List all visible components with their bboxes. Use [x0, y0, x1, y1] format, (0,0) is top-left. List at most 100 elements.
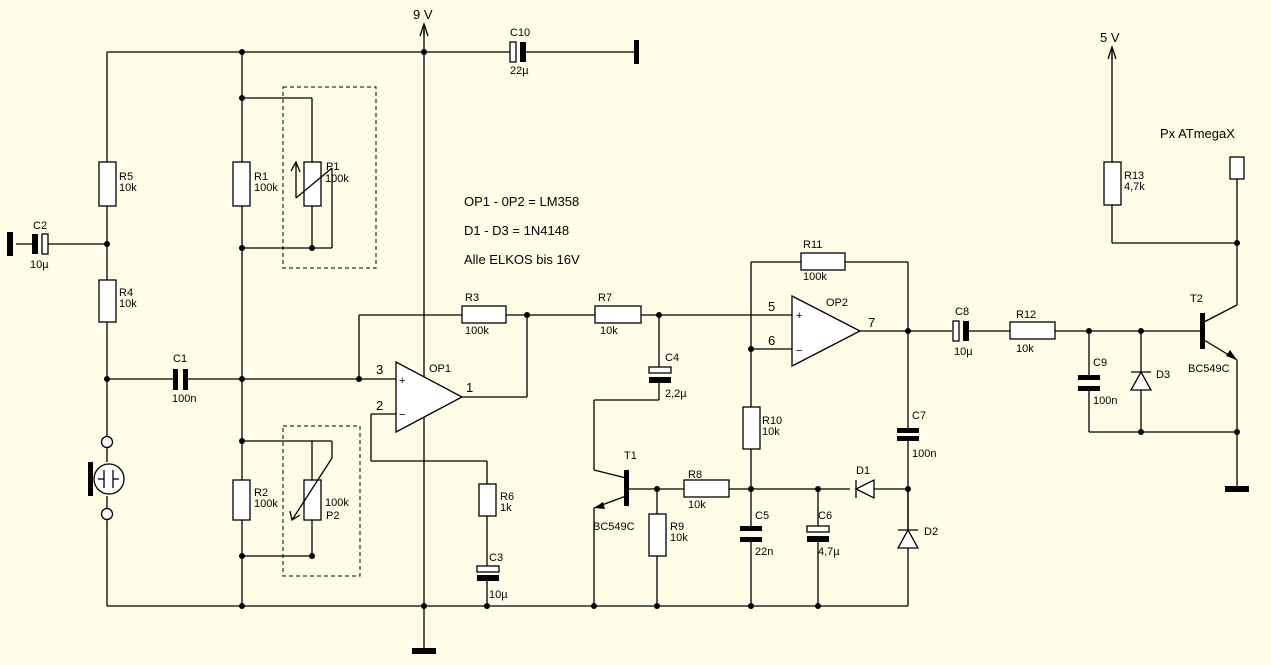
op1-name: OP1: [429, 363, 451, 375]
wires: [16, 30, 1238, 648]
r10-value: 10k: [762, 426, 780, 438]
r5-value: 10k: [119, 182, 137, 194]
c5-value: 22n: [755, 546, 773, 558]
output-pin-label: Px ATmegaX: [1160, 126, 1235, 141]
resistor-r11: [800, 252, 846, 271]
c3-name: C3: [489, 552, 503, 564]
t1-name: T1: [624, 450, 637, 462]
cap-c9-a: [1078, 375, 1100, 380]
cap-c5-a: [740, 526, 762, 531]
p1-frame: [282, 86, 377, 269]
cap-c2-plus: [41, 233, 49, 255]
c2-name: C2: [33, 220, 47, 232]
resistor-r1: [232, 161, 251, 207]
microphone: [88, 435, 125, 521]
labels: 9 V 5 V Px ATmegaX OP1 - 0P2 = LM358 D1 …: [30, 7, 1235, 601]
diode-d2: [896, 528, 920, 549]
note-elkos: Alle ELKOS bis 16V: [464, 252, 580, 267]
op1-pin3: 3: [376, 362, 383, 377]
diodes: [854, 370, 1153, 549]
r8-name: R8: [688, 469, 702, 481]
t1-type: BC549C: [593, 521, 635, 533]
t2-name: T2: [1190, 293, 1203, 305]
op2-minus: −: [796, 345, 802, 357]
resistor-r3: [461, 305, 507, 324]
diode-d1: [854, 478, 875, 500]
cap-c10-plus: [509, 41, 517, 63]
r7-value: 10k: [600, 325, 618, 337]
c9-value: 100n: [1093, 395, 1117, 407]
c2-value: 10µ: [30, 259, 49, 271]
cap-c1-b: [183, 369, 188, 390]
c10-name: C10: [510, 27, 530, 39]
ground-symbols: [7, 40, 1249, 654]
c6-name: C6: [818, 510, 832, 522]
cap-c7-a: [897, 428, 919, 433]
cap-c6-plus: [806, 525, 830, 533]
d1-name: D1: [856, 465, 870, 477]
resistor-r8: [683, 479, 730, 498]
op2-plus: +: [796, 310, 802, 322]
opamp-op2: [791, 294, 862, 368]
ground-c10: [634, 40, 639, 64]
resistor-r13: [1103, 161, 1122, 206]
transistor-t2-base: [1200, 313, 1205, 349]
c1-name: C1: [173, 353, 187, 365]
cap-c1-a: [173, 369, 178, 390]
ground-t2: [1225, 486, 1249, 492]
op2-pin6: 6: [768, 333, 775, 348]
op1-minus: −: [399, 409, 405, 421]
r3-value: 100k: [465, 325, 489, 337]
op2-pin5: 5: [768, 299, 775, 314]
opamp-op1: [395, 360, 464, 434]
r8-value: 10k: [688, 499, 706, 511]
p1-value: 100k: [325, 173, 349, 185]
resistor-r10: [742, 406, 761, 450]
transistor-t2-arrow: [1226, 350, 1237, 360]
r11-name: R11: [803, 239, 822, 251]
c4-value: 2,2µ: [665, 388, 687, 400]
r13-name: R13: [1124, 170, 1144, 182]
cap-c8-minus: [963, 321, 969, 341]
cap-c10-minus: [520, 42, 526, 62]
c6-value: 4,7µ: [818, 546, 840, 558]
r9-value: 10k: [670, 532, 688, 544]
c1-value: 100n: [172, 393, 196, 405]
c7-name: C7: [912, 410, 926, 422]
diode-d3: [1129, 370, 1153, 391]
cap-c5-b: [740, 537, 762, 542]
d3-name: D3: [1156, 369, 1170, 381]
c8-value: 10µ: [954, 346, 973, 358]
r3-name: R3: [465, 292, 479, 304]
note-opamp: OP1 - 0P2 = LM358: [464, 194, 579, 209]
transistors: [594, 313, 1237, 509]
cap-c3-minus: [477, 575, 499, 581]
cap-c9-b: [1078, 386, 1100, 391]
r1-value: 100k: [254, 182, 278, 194]
cap-c2-minus: [32, 234, 38, 254]
p2-frame: [282, 425, 361, 577]
c5-name: C5: [755, 510, 769, 522]
r9-name: R9: [670, 521, 684, 533]
c4-name: C4: [665, 352, 679, 364]
pot-wipers: [289, 160, 333, 522]
r6-value: 1k: [500, 502, 512, 514]
c8-name: C8: [955, 306, 969, 318]
op1-pin1: 1: [466, 380, 473, 395]
supply-5v-label: 5 V: [1100, 30, 1120, 45]
c7-value: 100n: [912, 448, 936, 460]
output-pin: [1229, 156, 1245, 180]
t2-type: BC549C: [1188, 363, 1230, 375]
r12-value: 10k: [1016, 343, 1034, 355]
r5-name: R5: [119, 171, 133, 183]
c10-value: 22µ: [510, 65, 529, 77]
r1-name: R1: [254, 171, 268, 183]
resistor-r5: [98, 161, 117, 207]
c9-name: C9: [1093, 357, 1107, 369]
r2-value: 100k: [254, 498, 278, 510]
p2-value: 100k: [325, 497, 349, 509]
ground-9v-bottom: [412, 648, 436, 654]
op2-name: OP2: [826, 297, 848, 309]
r13-value: 4,7k: [1124, 181, 1145, 193]
